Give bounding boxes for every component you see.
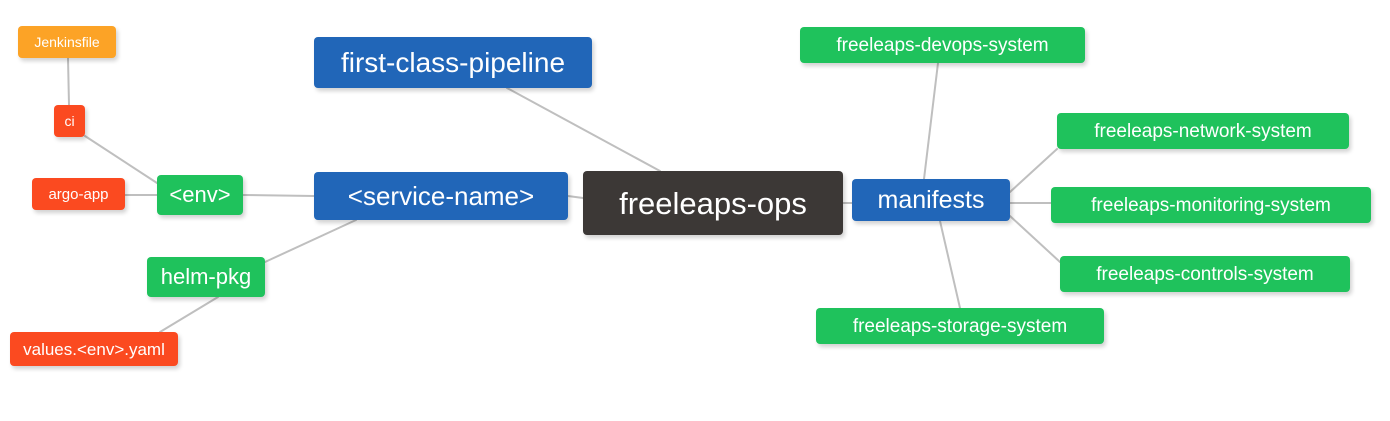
node-label-manifests: manifests	[877, 185, 985, 214]
node-freeleaps-monitoring-system[interactable]: freeleaps-monitoring-system	[1051, 187, 1371, 223]
edge-env-to-service-name	[242, 194, 315, 197]
edge-ci-to-env	[84, 135, 158, 184]
node-label-service-name: <service-name>	[347, 181, 535, 211]
node-freeleaps-network-system[interactable]: freeleaps-network-system	[1057, 113, 1349, 149]
edge-manifests-to-freeleaps-storage-system	[939, 220, 961, 309]
node-label-jenkinsfile: Jenkinsfile	[34, 34, 100, 50]
node-label-values-yaml: values.<env>.yaml	[23, 339, 165, 359]
edge-manifests-to-freeleaps-network-system	[1009, 148, 1058, 193]
node-label-freeleaps-devops-system: freeleaps-devops-system	[836, 34, 1049, 56]
node-label-freeleaps-network-system: freeleaps-network-system	[1094, 120, 1312, 142]
node-freeleaps-storage-system[interactable]: freeleaps-storage-system	[816, 308, 1104, 344]
node-label-freeleaps-storage-system: freeleaps-storage-system	[852, 315, 1068, 337]
node-label-freeleaps-ops: freeleaps-ops	[619, 185, 807, 221]
edge-manifests-to-freeleaps-devops-system	[923, 62, 939, 180]
node-ci[interactable]: ci	[54, 105, 85, 137]
node-argo-app[interactable]: argo-app	[32, 178, 125, 210]
node-label-freeleaps-monitoring-system: freeleaps-monitoring-system	[1091, 194, 1331, 216]
node-label-ci: ci	[64, 113, 75, 129]
edge-manifests-to-freeleaps-controls-system	[1009, 215, 1061, 263]
node-first-class-pipeline[interactable]: first-class-pipeline	[314, 37, 592, 88]
node-helm-pkg[interactable]: helm-pkg	[147, 257, 265, 297]
node-jenkinsfile[interactable]: Jenkinsfile	[18, 26, 116, 58]
node-freeleaps-devops-system[interactable]: freeleaps-devops-system	[800, 27, 1085, 63]
node-freeleaps-controls-system[interactable]: freeleaps-controls-system	[1060, 256, 1350, 292]
node-manifests[interactable]: manifests	[852, 179, 1010, 221]
node-label-argo-app: argo-app	[48, 185, 109, 203]
edge-first-class-pipeline-to-freeleaps-ops	[506, 87, 661, 172]
node-label-first-class-pipeline: first-class-pipeline	[340, 46, 566, 78]
node-label-env: <env>	[169, 182, 231, 207]
node-service-name[interactable]: <service-name>	[314, 172, 568, 220]
node-env[interactable]: <env>	[157, 175, 243, 215]
edge-jenkinsfile-to-ci	[67, 57, 70, 106]
edge-values-yaml-to-helm-pkg	[159, 296, 219, 333]
node-label-helm-pkg: helm-pkg	[160, 264, 252, 289]
node-values-yaml[interactable]: values.<env>.yaml	[10, 332, 178, 366]
edge-helm-pkg-to-service-name	[264, 219, 357, 263]
node-freeleaps-ops[interactable]: freeleaps-ops	[583, 171, 843, 235]
node-label-freeleaps-controls-system: freeleaps-controls-system	[1096, 263, 1314, 285]
edge-service-name-to-freeleaps-ops	[567, 195, 584, 199]
